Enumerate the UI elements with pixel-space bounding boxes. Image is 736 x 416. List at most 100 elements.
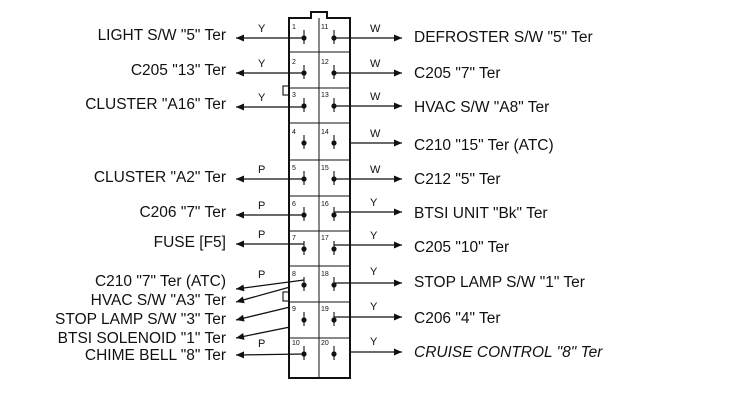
wire-left — [235, 279, 305, 290]
wire-color-code: Y — [370, 301, 378, 313]
wire-color-code: Y — [258, 92, 266, 104]
wire-color-code: W — [370, 128, 381, 140]
pin-terminal-dot — [301, 282, 307, 288]
wire-left — [235, 353, 305, 356]
arrowhead-icon — [394, 139, 402, 147]
arrowhead-icon — [236, 351, 245, 359]
arrowhead-icon — [236, 314, 245, 322]
pin-terminal-dot — [301, 140, 307, 146]
pin-terminal-dot — [331, 317, 337, 323]
arrowhead-icon — [394, 102, 402, 110]
arrowhead-icon — [394, 348, 402, 356]
pin-number-right: 17 — [321, 235, 329, 242]
wire-color-code: W — [370, 91, 381, 103]
circuit-label-right: C206 "4" Ter — [414, 310, 501, 327]
circuit-label-left: C205 "13" Ter — [131, 62, 226, 79]
wire-color-code: Y — [370, 336, 378, 348]
circuit-label-right: STOP LAMP S/W "1" Ter — [414, 274, 585, 291]
circuit-label-right: C210 "15" Ter (ATC) — [414, 137, 554, 154]
pin-terminal-dot — [301, 103, 307, 109]
wire-color-code: W — [370, 23, 381, 35]
pin-number-right: 18 — [321, 271, 329, 278]
circuit-label-right: C205 "7" Ter — [414, 65, 501, 82]
arrowhead-icon — [236, 296, 245, 304]
circuit-label-left: C210 "7" Ter (ATC) — [95, 273, 226, 290]
arrowhead-icon — [236, 211, 244, 219]
pin-number-left: 1 — [292, 24, 296, 31]
pin-number-left: 4 — [292, 129, 296, 136]
pin-number-left: 10 — [292, 340, 300, 347]
wire-color-code: P — [258, 338, 265, 350]
arrowhead-icon — [236, 69, 244, 77]
arrowhead-icon — [236, 103, 244, 111]
wire-color-code: W — [370, 58, 381, 70]
arrowhead-icon — [236, 175, 244, 183]
wire-color-code: Y — [370, 266, 378, 278]
pin-number-right: 15 — [321, 165, 329, 172]
arrowhead-icon — [394, 313, 402, 321]
pin-terminal-dot — [301, 246, 307, 252]
wire-color-code: W — [370, 164, 381, 176]
circuit-label-left: CLUSTER "A16" Ter — [85, 96, 226, 113]
circuit-label-right: BTSI UNIT "Bk" Ter — [414, 205, 548, 222]
circuit-label-left: CLUSTER "A2" Ter — [94, 169, 226, 186]
circuit-label-left: HVAC S/W "A3" Ter — [91, 292, 226, 309]
pin-number-left: 7 — [292, 235, 296, 242]
pin-number-right: 16 — [321, 201, 329, 208]
arrowhead-icon — [236, 332, 245, 340]
pin-terminal-dot — [331, 282, 337, 288]
arrowhead-icon — [394, 175, 402, 183]
pin-terminal-dot — [331, 140, 337, 146]
arrowhead-icon — [236, 284, 245, 292]
pin-number-left: 5 — [292, 165, 296, 172]
circuit-label-right: DEFROSTER S/W "5" Ter — [414, 29, 593, 46]
wire-left — [235, 306, 291, 321]
circuit-label-left: CHIME BELL "8" Ter — [85, 347, 226, 364]
pin-number-right: 11 — [321, 24, 328, 31]
arrowhead-icon — [394, 208, 402, 216]
wire-color-code: Y — [258, 58, 266, 70]
pin-terminal-dot — [331, 246, 337, 252]
pin-number-right: 13 — [321, 92, 329, 99]
pin-number-left: 2 — [292, 59, 296, 66]
pin-terminal-dot — [331, 212, 337, 218]
arrowhead-icon — [236, 240, 244, 248]
circuit-label-left: LIGHT S/W "5" Ter — [98, 27, 226, 44]
arrowhead-icon — [236, 34, 244, 42]
wire-group — [235, 34, 402, 359]
connector-side-tab — [282, 291, 290, 302]
pin-number-right: 19 — [321, 306, 329, 313]
arrowhead-icon — [394, 279, 402, 287]
pin-number-left: 9 — [292, 306, 296, 313]
wire-color-code: P — [258, 229, 265, 241]
arrowhead-icon — [394, 241, 402, 249]
circuit-label-right: CRUISE CONTROL "8" Ter — [414, 344, 603, 361]
wire-color-code: Y — [370, 230, 378, 242]
wire-left — [235, 286, 291, 303]
connector-side-tab — [282, 85, 290, 96]
arrowhead-icon — [394, 34, 402, 42]
pin-terminal-dot — [301, 317, 307, 323]
pin-number-left: 3 — [292, 92, 296, 99]
circuit-label-right: C212 "5" Ter — [414, 171, 501, 188]
circuit-label-left: C206 "7" Ter — [139, 204, 226, 221]
circuit-label-right: C205 "10" Ter — [414, 239, 509, 256]
pin-number-right: 14 — [321, 129, 329, 136]
wire-left — [235, 326, 291, 339]
circuit-label-left: STOP LAMP S/W "3" Ter — [55, 311, 226, 328]
circuit-label-left: FUSE [F5] — [154, 234, 226, 251]
wire-color-code: P — [258, 164, 265, 176]
circuit-label-left: BTSI SOLENOID "1" Ter — [58, 330, 226, 347]
wire-color-code: P — [258, 200, 265, 212]
pin-number-left: 8 — [292, 271, 296, 278]
circuit-label-right: HVAC S/W "A8" Ter — [414, 99, 549, 116]
pin-number-right: 12 — [321, 59, 329, 66]
pin-number-left: 6 — [292, 201, 296, 208]
wire-color-code: Y — [370, 197, 378, 209]
pin-number-right: 20 — [321, 340, 329, 347]
wire-color-code: Y — [258, 23, 266, 35]
arrowhead-icon — [394, 69, 402, 77]
